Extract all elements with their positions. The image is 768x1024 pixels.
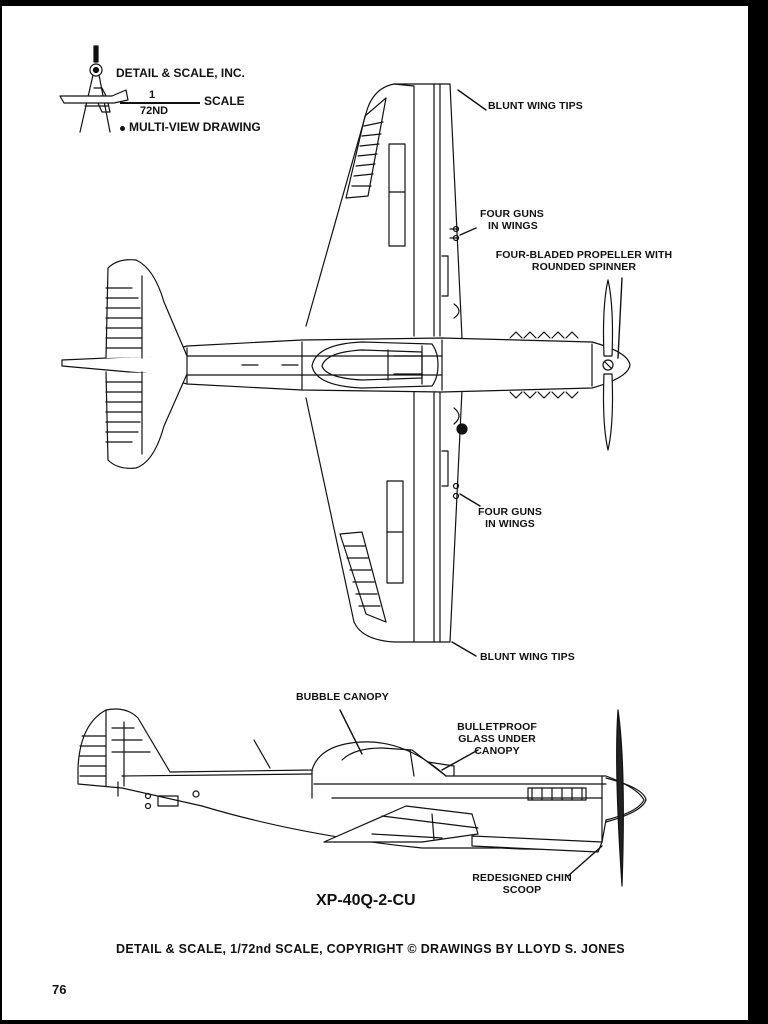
logo-compass-icon — [59, 45, 129, 133]
aircraft-drawing — [59, 45, 647, 887]
bullet-dot — [120, 126, 125, 131]
callout-chin-scoop: REDESIGNED CHIN SCOOP — [466, 872, 578, 896]
header-scale-word: SCALE — [204, 94, 245, 108]
callout-chin-scoop-line2: SCOOP — [502, 884, 542, 896]
header-drawing-type: MULTI-VIEW DRAWING — [129, 120, 261, 134]
callout-four-guns-bottom: FOUR GUNS IN WINGS — [474, 506, 546, 530]
callout-blunt-wing-tips-bottom: BLUNT WING TIPS — [480, 651, 575, 663]
callout-propeller-line2: ROUNDED SPINNER — [531, 261, 637, 273]
header-company: DETAIL & SCALE, INC. — [116, 66, 245, 80]
callout-chin-scoop-line1: REDESIGNED CHIN — [472, 872, 572, 884]
callout-bulletproof-glass: BULLETPROOF GLASS UNDER CANOPY — [454, 721, 540, 757]
document-page: DETAIL & SCALE, INC. 1 72ND SCALE MULTI-… — [2, 6, 748, 1020]
callout-four-guns-bottom-line1: FOUR GUNS — [478, 506, 542, 518]
page-number: 76 — [52, 982, 67, 997]
callout-bulletproof-line2: GLASS UNDER — [458, 733, 536, 745]
aircraft-designation: XP-40Q-2-CU — [316, 892, 416, 909]
callout-bubble-canopy: BUBBLE CANOPY — [296, 691, 389, 703]
header-scale-numerator: 1 — [149, 89, 156, 101]
credit-line: DETAIL & SCALE, 1/72nd SCALE, COPYRIGHT … — [116, 942, 625, 956]
callout-four-guns-top-line1: FOUR GUNS — [480, 208, 544, 220]
scan-border-bottom — [0, 1020, 768, 1024]
callout-bulletproof-line3: CANOPY — [474, 745, 520, 757]
callout-propeller-line1: FOUR-BLADED PROPELLER WITH — [495, 249, 673, 261]
callout-four-guns-top: FOUR GUNS IN WINGS — [480, 208, 544, 232]
header-scale-denominator: 72ND — [140, 105, 169, 117]
callout-propeller: FOUR-BLADED PROPELLER WITH ROUNDED SPINN… — [492, 249, 676, 273]
callout-bulletproof-line1: BULLETPROOF — [457, 721, 537, 733]
scan-border-right — [748, 0, 768, 1024]
top-view — [61, 83, 631, 643]
scale-fraction-line — [120, 102, 200, 104]
callout-blunt-wing-tips-top: BLUNT WING TIPS — [488, 100, 583, 112]
callout-four-guns-bottom-line2: IN WINGS — [485, 518, 535, 530]
leader-lines — [339, 89, 623, 877]
callout-four-guns-top-line2: IN WINGS — [488, 220, 538, 232]
side-view — [77, 708, 647, 887]
